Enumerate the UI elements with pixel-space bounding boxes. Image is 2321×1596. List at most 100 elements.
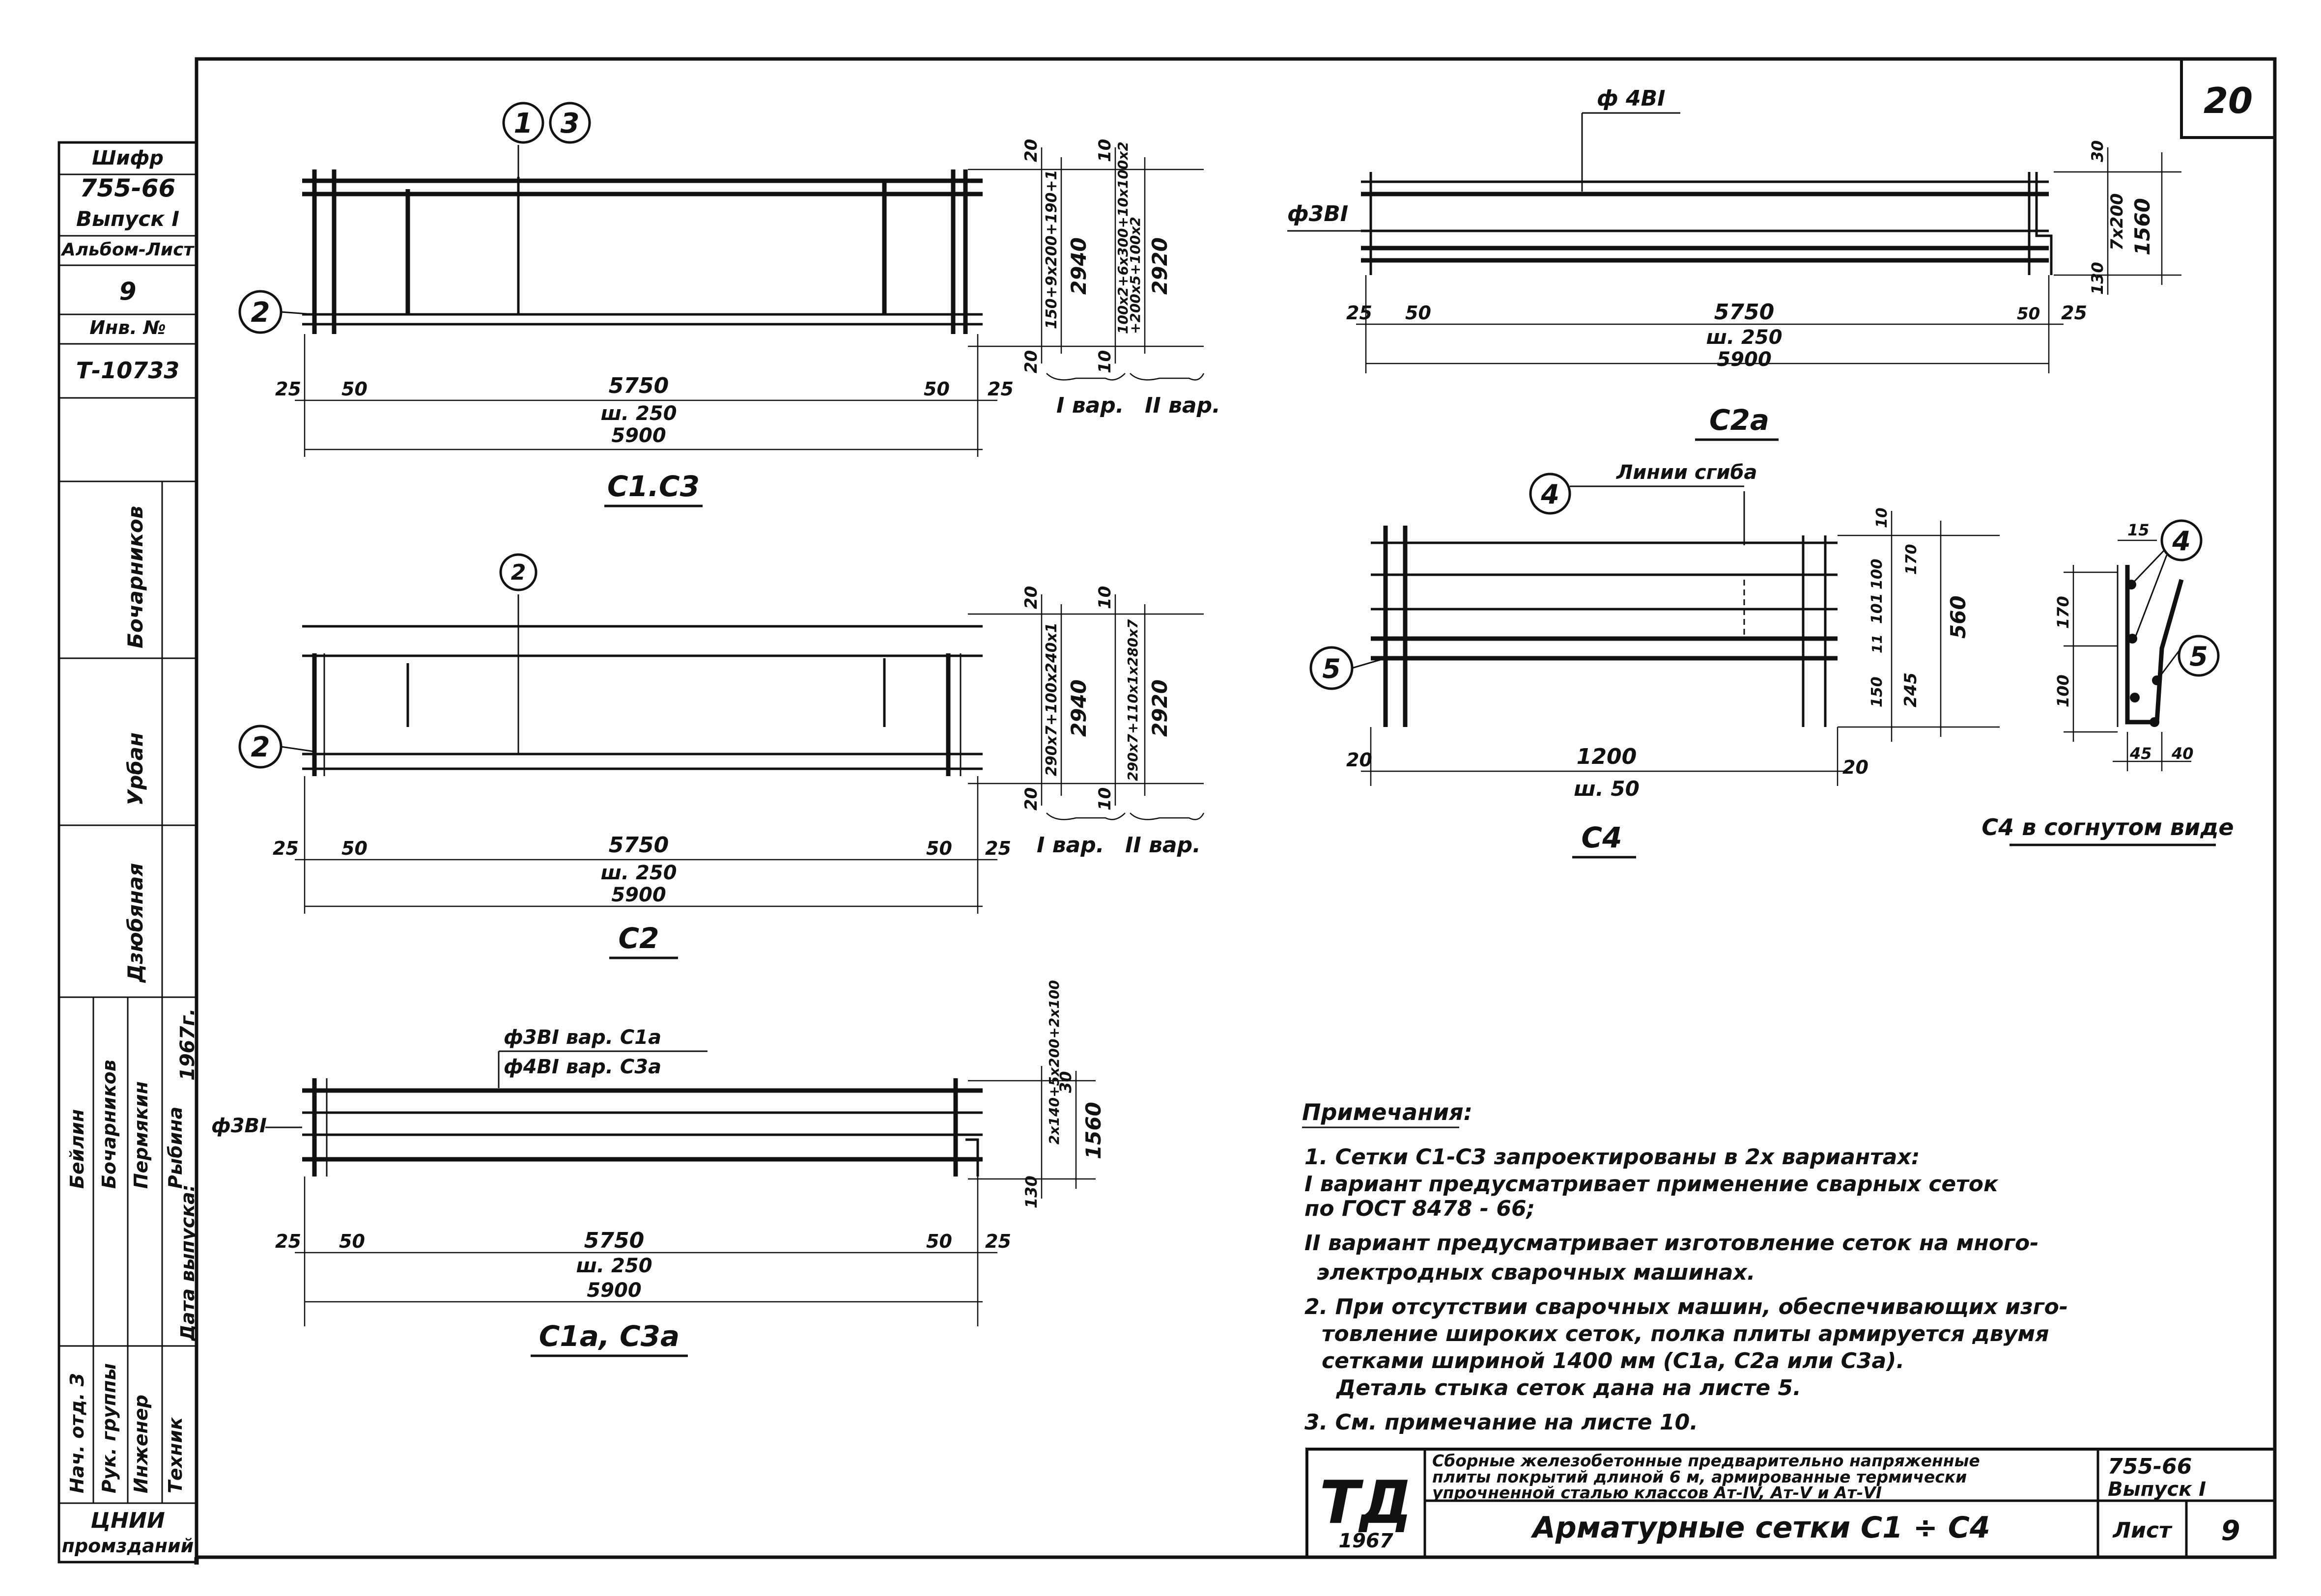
note-line-5: электродных сварочных машинах. — [1317, 1260, 1755, 1285]
drawing-c4: 4 Линии сгиба 5 10 100 11 101 150 170 24… — [1309, 461, 2000, 859]
c4-bent-dim-40: 40 — [2171, 744, 2194, 763]
c2a-top-bar: ф 4ВI — [1597, 86, 1666, 111]
title-c2: С2 — [619, 922, 659, 955]
c2-label-var1: I вар. — [1037, 833, 1104, 858]
note-line-6: 2. При отсутствии сварочных машин, обесп… — [1304, 1294, 2068, 1319]
c2a-dim-25-left: 25 — [1346, 302, 1372, 324]
stamp-date: 1967г. — [176, 1008, 199, 1081]
title-block-drawing-title: Арматурные сетки С1 ÷ С4 — [1530, 1511, 1990, 1545]
c2-dim-25-right: 25 — [985, 838, 1011, 859]
stamp-org-2: промзданий — [62, 1535, 194, 1557]
c4-bent-dim-170: 170 — [2054, 596, 2072, 629]
c4-bent-mark-4: 4 — [2172, 526, 2191, 557]
dim-5750: 5750 — [609, 373, 669, 398]
title-c4-bent: С4 в согнутом виде — [1981, 814, 2234, 840]
c2-dim-total: 5900 — [611, 884, 666, 906]
c2-dim-25-left: 25 — [273, 838, 299, 859]
note-line-1: 1. Сетки С1-С3 запроектированы в 2х вари… — [1304, 1145, 1920, 1170]
stamp-album-sheet: 9 — [119, 277, 137, 306]
dim-50-right: 50 — [924, 378, 950, 400]
stamp-name-1: Бочарников — [123, 506, 147, 649]
c4-dim-20-right: 20 — [1842, 756, 1868, 778]
c2-dim-5750: 5750 — [609, 833, 669, 858]
title-c2a: С2а — [1709, 403, 1769, 437]
c1a-dim-50-right: 50 — [926, 1231, 952, 1252]
stamp-signer-1: Бейлин — [66, 1109, 88, 1189]
c1a-dim-step: ш. 250 — [576, 1255, 652, 1277]
c2-dim-2920: 2920 — [1148, 679, 1172, 737]
c2-dim-2940: 2940 — [1067, 679, 1091, 737]
stamp-inv-label: Инв. № — [89, 317, 166, 338]
c4-dim-170: 170 — [1903, 544, 1920, 575]
c4-bent-dim-100: 100 — [2054, 674, 2072, 707]
dim-25-left: 25 — [275, 378, 301, 400]
c1a-dim-25-left: 25 — [275, 1231, 301, 1252]
note-line-4: II вариант предусматривает изготовление … — [1304, 1231, 2039, 1256]
c4-dim-150: 150 — [1868, 676, 1886, 707]
c4-dim-560: 560 — [1946, 595, 1970, 639]
c4-bar-mark-4: 4 — [1540, 479, 1559, 510]
stamp-role-2: Рук. группы — [98, 1363, 120, 1493]
title-block-issue: Выпуск I — [2108, 1478, 2206, 1501]
page-number: 20 — [2204, 80, 2253, 121]
c2a-dim-50-left: 50 — [1405, 302, 1431, 324]
c2a-dim-25-right: 25 — [2061, 302, 2087, 324]
bar-mark-3: 3 — [561, 108, 580, 140]
c1a-left-bar: ф3ВI — [211, 1115, 267, 1137]
stamp-signer-4: Рыбина — [165, 1107, 186, 1189]
c2a-dim-50-right: 50 — [2017, 304, 2040, 324]
stamp-signer-3: Пермякин — [130, 1081, 152, 1189]
c2a-dim-1560: 1560 — [2130, 198, 2154, 255]
c1a-callout-2: ф4ВI вар. С3а — [504, 1056, 661, 1078]
c4-dim-11: 11 — [1869, 634, 1885, 653]
c2-dim-10-top: 10 — [1095, 586, 1115, 609]
c2-bar-mark-left: 2 — [251, 731, 270, 763]
stamp-issue: Выпуск I — [76, 207, 179, 231]
notes: Примечания: 1. Сетки С1-С3 запроектирова… — [1302, 1099, 2068, 1435]
title-block-sheet-label: Лист — [2112, 1518, 2173, 1543]
bar-mark-1: 1 — [514, 108, 533, 140]
c4-bent-dim-45: 45 — [2129, 744, 2152, 763]
c2-dim-20-bottom: 20 — [1021, 787, 1041, 811]
dim-2920: 2920 — [1148, 237, 1172, 295]
title-block-desc-2: плиты покрытий длиной 6 м, армированные … — [1432, 1467, 1967, 1486]
label-var1: I вар. — [1056, 393, 1124, 418]
drawing-c1-c3: 1 3 2 20 150+9x200+190+1 2940 10 100x2+6… — [238, 102, 1220, 507]
title-block: ТД 1967 Сборные железобетонные предварит… — [1305, 1448, 2276, 1559]
page-number-box: 20 — [2180, 57, 2276, 139]
title-block-sheet-number: 9 — [2221, 1515, 2240, 1547]
title-block-desc-3: упрочненной сталью классов Ат-IV, Ат-V и… — [1432, 1483, 1882, 1502]
title-c1a-c3a: С1а, С3а — [539, 1319, 679, 1353]
stamp-code: 755-66 — [80, 174, 176, 202]
title-block-code: 755-66 — [2108, 1454, 2192, 1479]
stamp-role-1: Нач. отд. З — [66, 1373, 88, 1493]
c2a-dim-130: 130 — [2088, 262, 2107, 295]
notes-heading: Примечания: — [1302, 1099, 1472, 1125]
c2-dim-var2-spacing: 290x7+110x1x280x7 — [1125, 619, 1141, 781]
c1a-dim-30: 30 — [1056, 1071, 1075, 1093]
note-line-3: по ГОСТ 8478 - 66; — [1304, 1196, 1535, 1221]
dim-var2-spacing: 100x2+6x300+10x100x2 — [1115, 141, 1131, 334]
stamp-role-4: Техник — [165, 1417, 186, 1493]
stamp-signer-2: Бочарников — [98, 1060, 120, 1189]
note-line-9: Деталь стыка сеток дана на листе 5. — [1335, 1375, 1801, 1400]
drawing-c2a: ф 4ВI ф3ВI 30 7x200 1560 130 25 50 5750 … — [1287, 86, 2181, 441]
stamp-inv-number: Т-10733 — [76, 357, 180, 384]
drawing-c4-bent: 4 5 170 100 15 45 40 С4 в согнутом виде — [1981, 519, 2234, 846]
dim-20-bottom: 20 — [1021, 350, 1041, 373]
stamp-name-3: Дзюбяная — [123, 863, 147, 983]
c2a-dim-spacing: 7x200 — [2107, 193, 2127, 251]
c1a-dim-5750: 5750 — [584, 1228, 644, 1253]
dim-var1-spacing: 150+9x200+190+1 — [1043, 170, 1060, 329]
label-var2: II вар. — [1145, 393, 1220, 418]
c2-dim-var1-spacing: 290x7+100x240x1 — [1043, 622, 1060, 776]
c2a-dim-step: ш. 250 — [1706, 326, 1782, 349]
note-line-8: сетками шириной 1400 мм (С1а, С2а или С3… — [1322, 1348, 1904, 1373]
dim-total: 5900 — [611, 424, 666, 447]
dim-2940: 2940 — [1067, 237, 1091, 295]
stamp-album-label: Альбом-Лист — [60, 240, 195, 260]
c1a-dim-130: 130 — [1022, 1176, 1041, 1208]
c4-bend-label: Линии сгиба — [1616, 461, 1757, 484]
dim-10-bottom: 10 — [1095, 350, 1115, 373]
